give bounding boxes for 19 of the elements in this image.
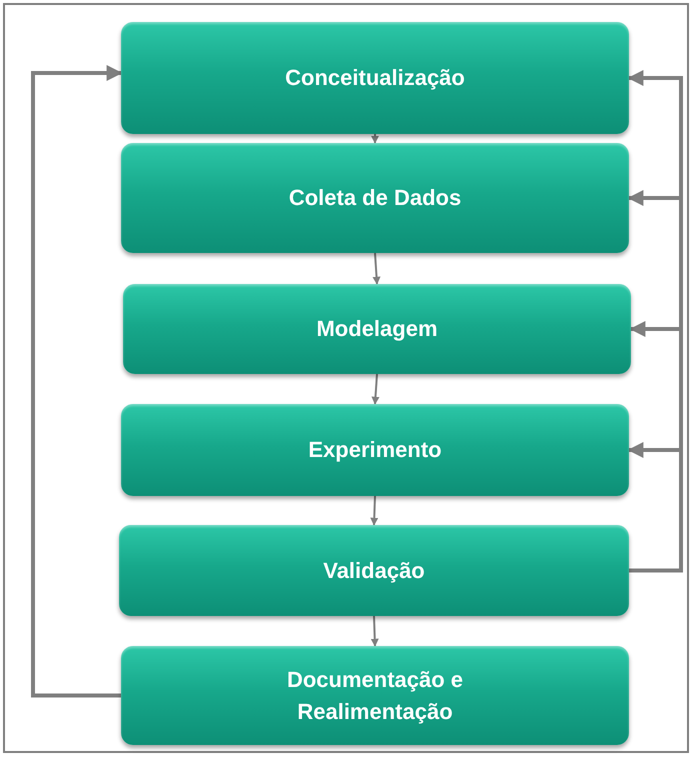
process-box [121,646,629,745]
box-label: Modelagem [316,315,438,344]
process-box [121,22,629,134]
box-label: Validação [323,556,425,585]
process-box [121,404,629,496]
arrow [371,134,379,144]
box-label: Coleta de Dados [288,184,462,212]
box-label: Documentação e Realimentação [286,666,464,726]
process-box [121,143,629,253]
process-box [119,525,629,616]
arrow [372,374,380,405]
arrow [31,65,123,698]
arrow [370,616,379,647]
box-label: Experimento [308,436,442,464]
arrow [627,442,683,572]
process-box [123,284,631,374]
arrow [370,496,378,526]
box-label: Conceitualização [285,64,465,92]
arrow [372,252,381,285]
